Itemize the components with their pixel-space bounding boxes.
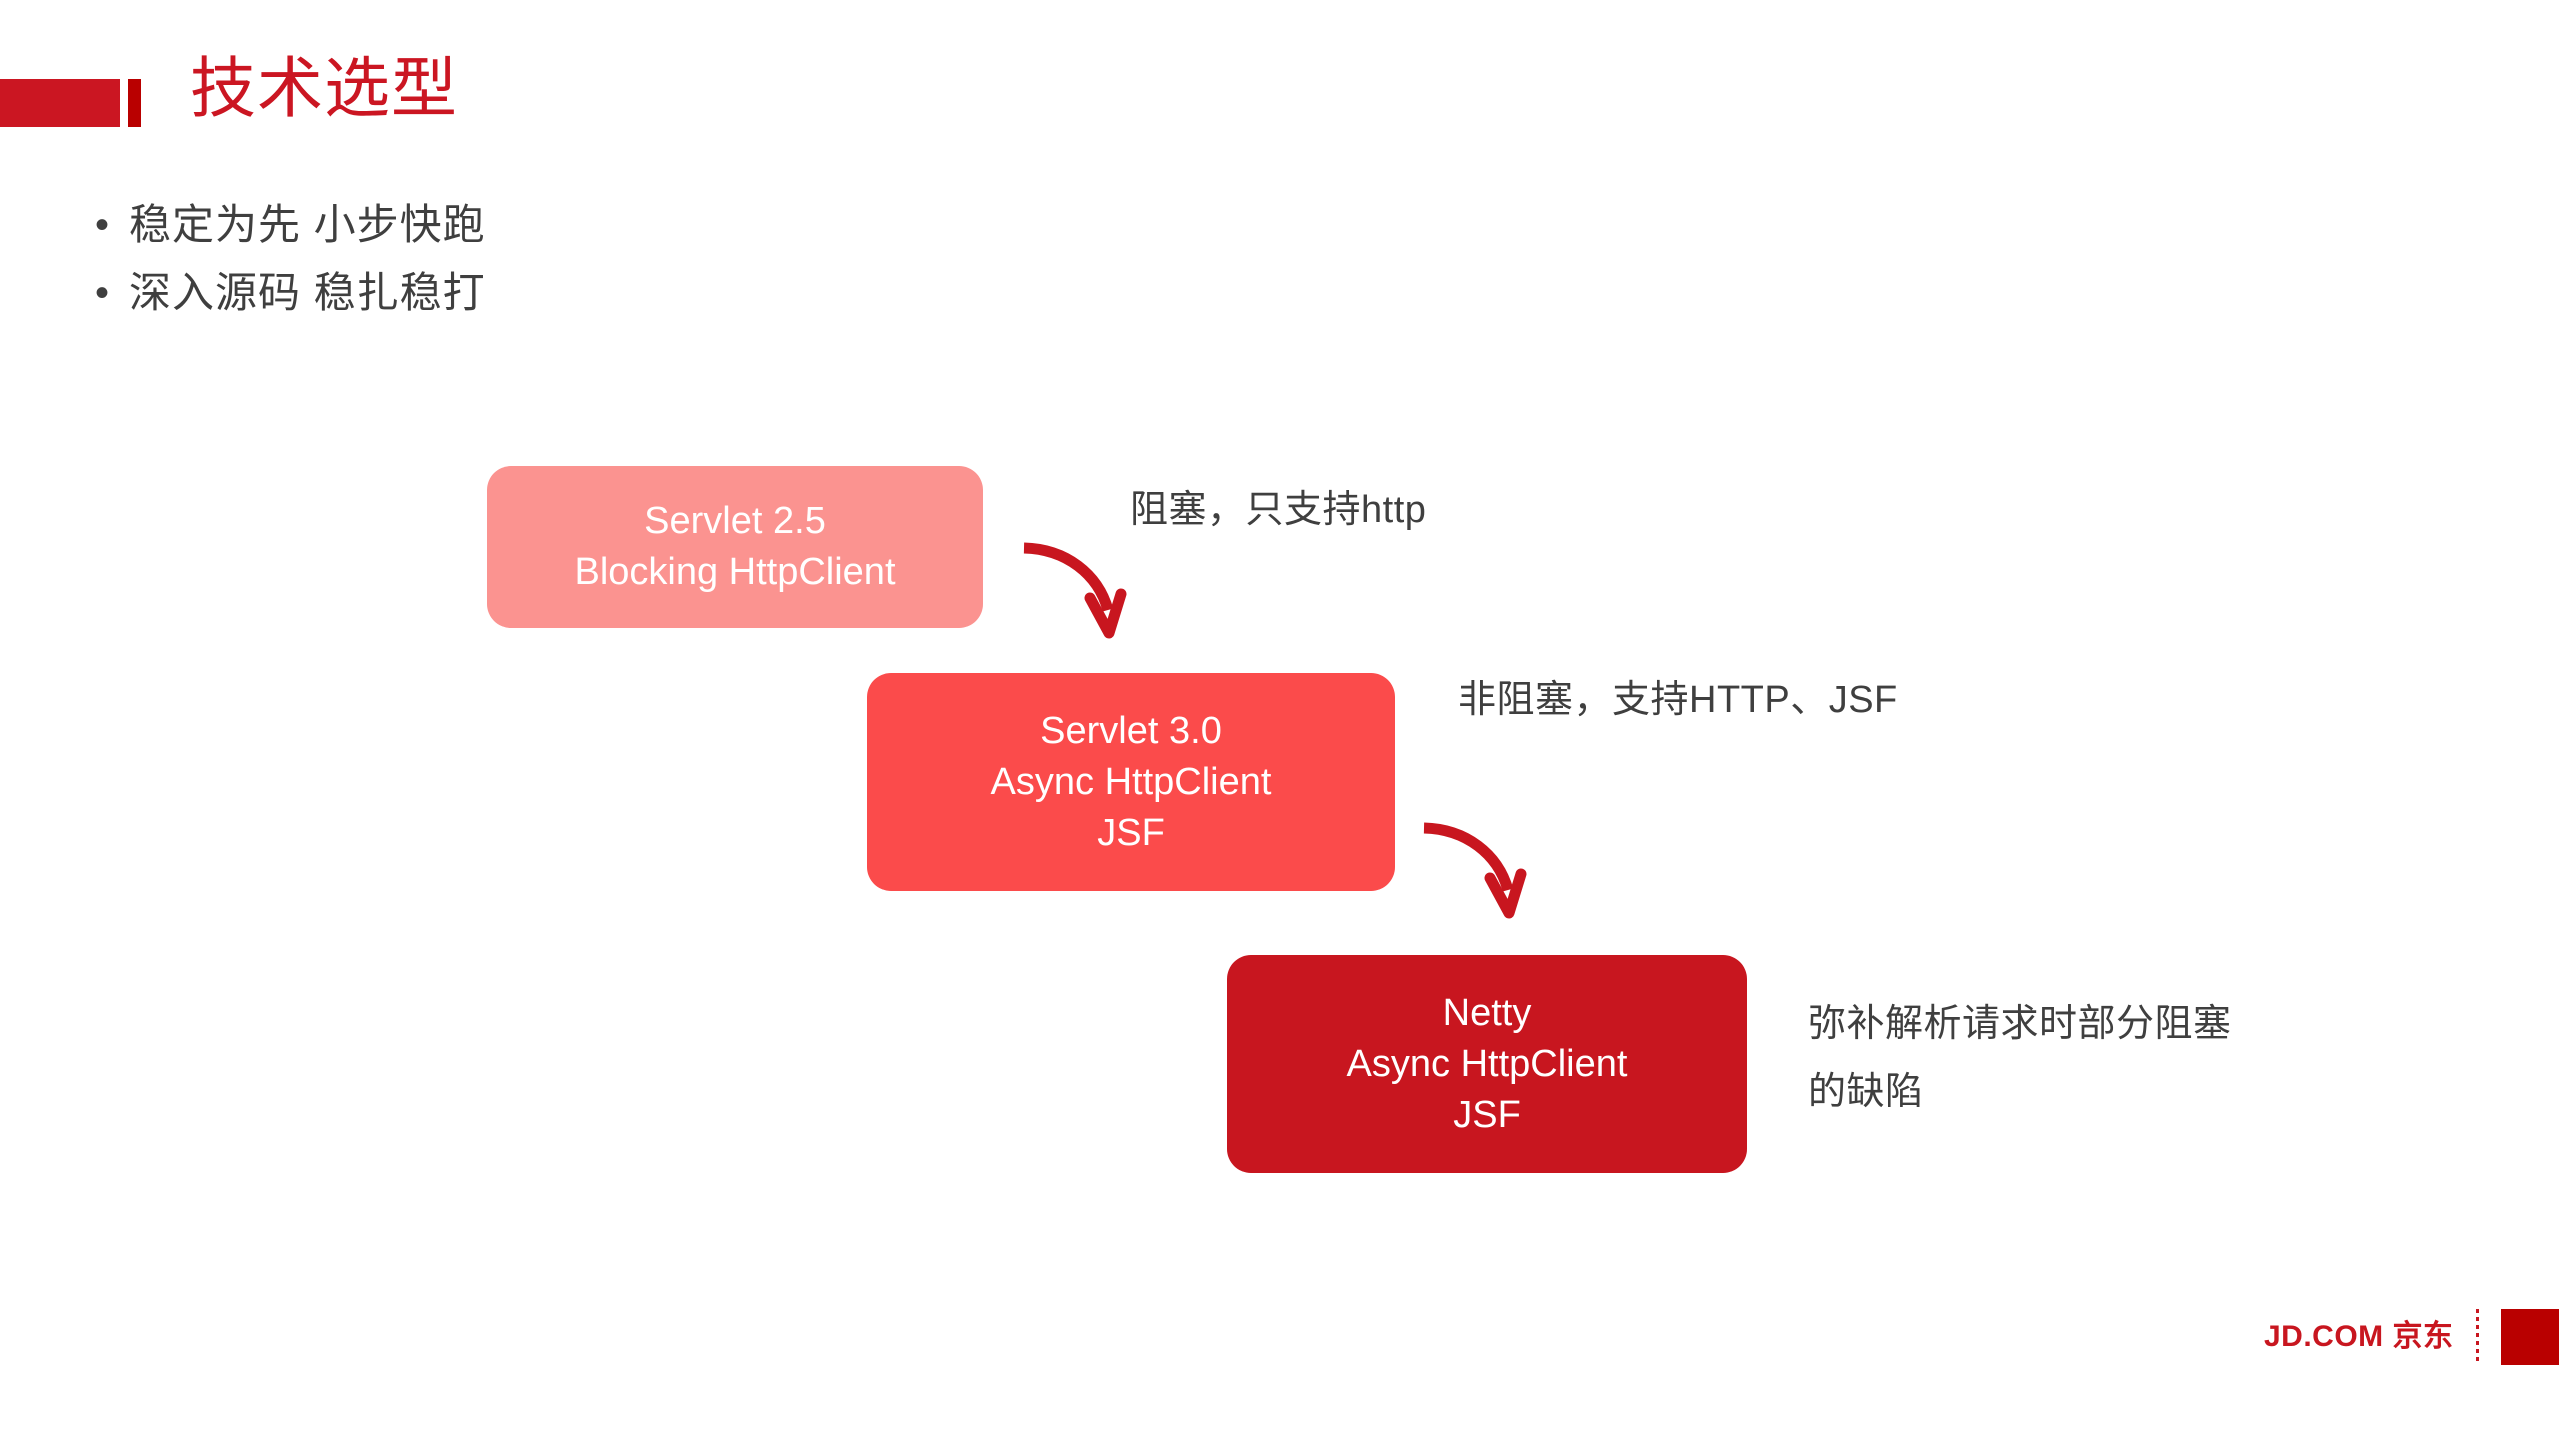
bullet-text: 深入源码 稳扎稳打 xyxy=(129,269,486,316)
flow-box-line: Blocking HttpClient xyxy=(574,551,896,593)
footer-logo: JD.COM 京东 xyxy=(2264,1309,2559,1365)
flow-box-line: Servlet 2.5 xyxy=(644,500,826,542)
flow-box-servlet-30: Servlet 3.0 Async HttpClient JSF xyxy=(867,673,1395,891)
flow-box-line: Async HttpClient xyxy=(990,760,1272,803)
annotation-nonblocking-http-jsf: 非阻塞，支持HTTP、JSF xyxy=(1458,679,1898,721)
curved-arrow-icon xyxy=(1023,542,1127,639)
page-title: 技术选型 xyxy=(190,51,458,125)
logo-accent-block xyxy=(2500,1309,2559,1365)
flow-box-servlet-25: Servlet 2.5 Blocking HttpClient xyxy=(487,466,983,628)
annotation-netty-benefit: 弥补解析请求时部分阻塞的缺陷 xyxy=(1808,1003,2232,1113)
bullet-text: 稳定为先 小步快跑 xyxy=(129,201,486,248)
flow-box-line: Servlet 3.0 xyxy=(1040,709,1222,752)
list-item: • 深入源码 稳扎稳打 xyxy=(95,268,995,318)
bullet-list: • 稳定为先 小步快跑 • 深入源码 稳扎稳打 xyxy=(95,200,995,336)
bullet-dot-icon: • xyxy=(95,271,110,315)
jd-logo-text: JD.COM 京东 xyxy=(2264,1320,2454,1353)
curved-arrow-icon xyxy=(1423,822,1527,919)
bullet-dot-icon: • xyxy=(95,203,110,247)
list-item: • 稳定为先 小步快跑 xyxy=(95,200,995,250)
logo-divider xyxy=(2475,1309,2479,1365)
flow-box-line: Async HttpClient xyxy=(1346,1042,1628,1085)
flow-box-netty: Netty Async HttpClient JSF xyxy=(1227,955,1747,1173)
title-accent-block-narrow xyxy=(128,79,141,127)
annotation-blocking-http: 阻塞，只支持http xyxy=(1130,489,1427,531)
flow-box-line: JSF xyxy=(1453,1093,1521,1136)
flow-box-line: Netty xyxy=(1442,991,1532,1034)
title-accent-block-wide xyxy=(0,79,120,127)
flow-box-line: JSF xyxy=(1097,811,1165,854)
